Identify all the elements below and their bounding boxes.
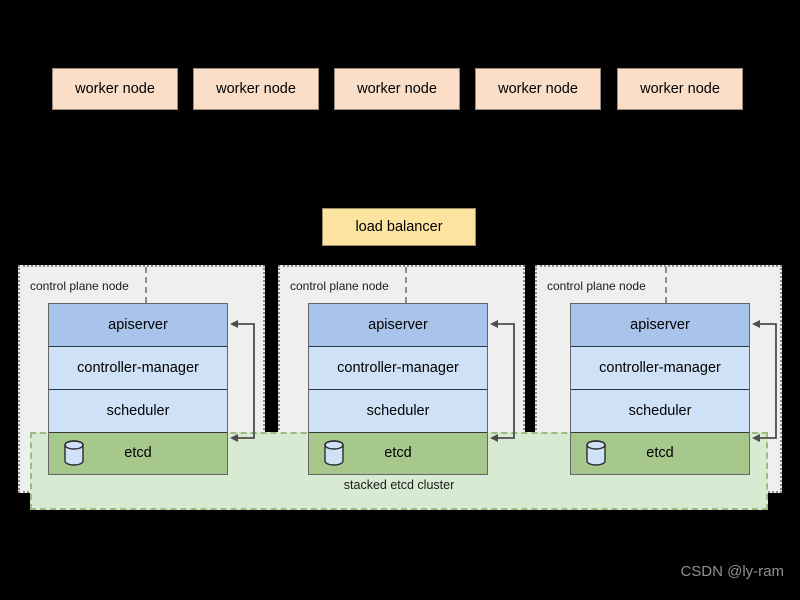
control-plane-node-label: control plane node — [30, 279, 129, 293]
component-controller-manager: controller-manager — [49, 346, 227, 390]
worker-node-label: worker node — [216, 81, 296, 97]
control-plane-node-label: control plane node — [547, 279, 646, 293]
component-label: etcd — [384, 445, 412, 461]
component-etcd: etcd — [309, 432, 487, 474]
control-plane-component-stack: apiserver controller-manager scheduler e… — [570, 303, 750, 475]
component-etcd: etcd — [571, 432, 749, 474]
component-controller-manager: controller-manager — [309, 346, 487, 390]
component-label: scheduler — [106, 402, 170, 419]
component-apiserver: apiserver — [49, 304, 227, 347]
database-cylinder-icon — [586, 440, 606, 466]
control-plane-component-stack: apiserver controller-manager scheduler e… — [308, 303, 488, 475]
component-label: etcd — [124, 445, 152, 461]
stacked-etcd-cluster-label: stacked etcd cluster — [343, 478, 455, 492]
worker-node: worker node — [193, 68, 319, 110]
worker-node-label: worker node — [75, 81, 155, 97]
worker-node-label: worker node — [357, 81, 437, 97]
control-plane-divider — [405, 267, 407, 303]
component-label: apiserver — [108, 316, 168, 333]
load-balancer-label: load balancer — [355, 219, 443, 235]
component-label: controller-manager — [337, 359, 459, 376]
worker-node-label: worker node — [640, 81, 720, 97]
component-controller-manager: controller-manager — [571, 346, 749, 390]
component-apiserver: apiserver — [571, 304, 749, 347]
component-etcd: etcd — [49, 432, 227, 474]
worker-node: worker node — [334, 68, 460, 110]
database-cylinder-icon — [64, 440, 84, 466]
component-scheduler: scheduler — [571, 389, 749, 433]
control-plane-divider — [665, 267, 667, 303]
component-label: apiserver — [368, 316, 428, 333]
watermark-text: CSDN @ly-ram — [680, 563, 784, 580]
component-label: controller-manager — [599, 359, 721, 376]
load-balancer-box: load balancer — [322, 208, 476, 246]
component-label: etcd — [646, 445, 674, 461]
component-apiserver: apiserver — [309, 304, 487, 347]
component-scheduler: scheduler — [49, 389, 227, 433]
component-label: scheduler — [628, 402, 692, 419]
component-scheduler: scheduler — [309, 389, 487, 433]
worker-node: worker node — [475, 68, 601, 110]
worker-node: worker node — [52, 68, 178, 110]
control-plane-node-label: control plane node — [290, 279, 389, 293]
component-label: apiserver — [630, 316, 690, 333]
database-cylinder-icon — [324, 440, 344, 466]
component-label: controller-manager — [77, 359, 199, 376]
control-plane-divider — [145, 267, 147, 303]
worker-node: worker node — [617, 68, 743, 110]
worker-node-label: worker node — [498, 81, 578, 97]
control-plane-component-stack: apiserver controller-manager scheduler e… — [48, 303, 228, 475]
component-label: scheduler — [366, 402, 430, 419]
